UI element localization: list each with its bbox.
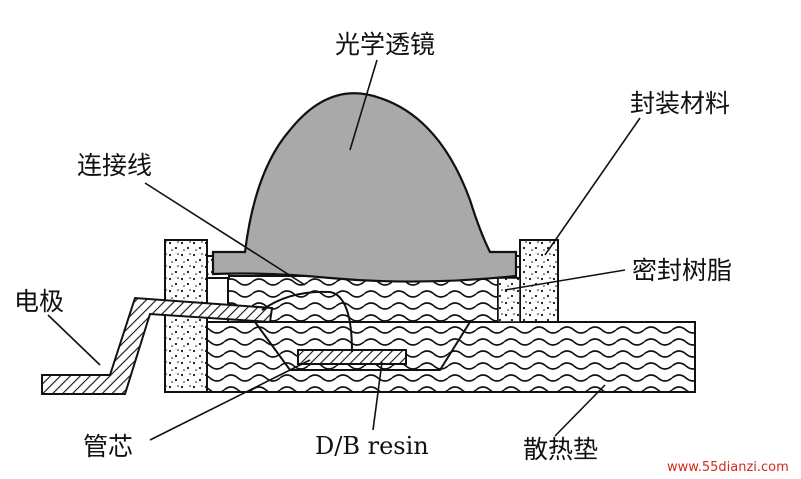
housing-fill-right: [497, 277, 521, 323]
label-electrode: 电极: [14, 287, 65, 316]
watermark: www.55dianzi.com: [667, 460, 789, 475]
optical-lens: [211, 92, 518, 283]
label-sealing-resin: 密封树脂: [632, 256, 733, 285]
leader-lines: [47, 59, 641, 441]
label-db-resin: D/B resin: [315, 432, 429, 460]
label-heat-sink: 散热垫: [523, 435, 599, 464]
label-encapsulation-material: 封装材料: [630, 89, 731, 118]
label-optical-lens: 光学透镜: [335, 30, 436, 59]
reflector-cup: [254, 321, 471, 371]
housing-wall-right: [519, 239, 559, 323]
die-chip: [297, 349, 407, 365]
heat-sink-slug: [204, 321, 696, 393]
electrode-lead: [41, 296, 274, 395]
label-bond-wire: 连接线: [77, 151, 153, 180]
bond-wire: [261, 290, 353, 353]
label-die: 管芯: [83, 432, 134, 461]
